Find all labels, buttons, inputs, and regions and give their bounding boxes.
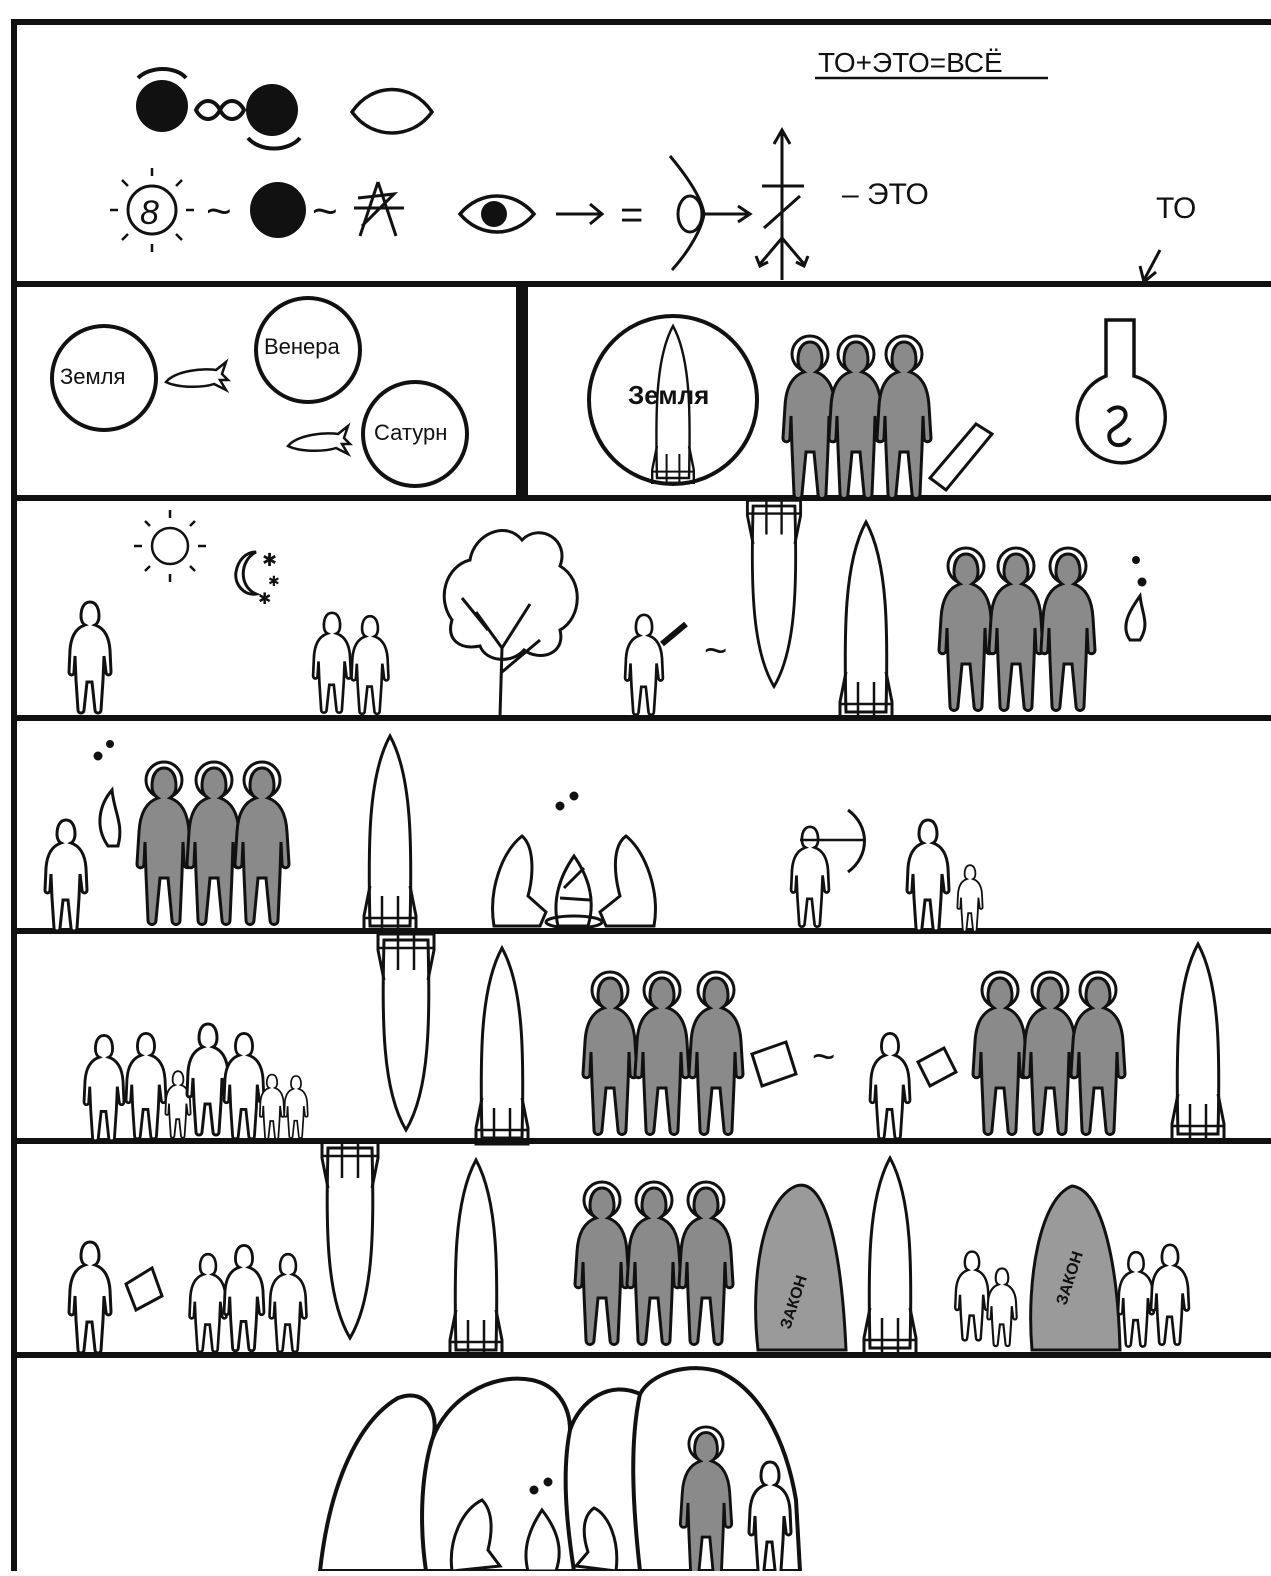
halo-figure-icon xyxy=(185,760,243,926)
lens-icon xyxy=(349,87,435,135)
panel-arrival: ✱ ✱ ✱ ~ xyxy=(67,498,1147,720)
rocket-icon xyxy=(320,1140,380,1340)
panel-cave xyxy=(317,1366,803,1576)
panel-gift-of-fire xyxy=(43,734,984,934)
halo-figure-icon xyxy=(687,970,745,1136)
halo-figure-icon xyxy=(987,546,1045,712)
halo-figure-icon xyxy=(573,1180,631,1346)
halo-figure-icon xyxy=(971,970,1029,1136)
moon-stars-icon: ✱ ✱ ✱ xyxy=(234,550,280,608)
campfire-scene-icon xyxy=(491,791,657,930)
halo-figure-icon xyxy=(625,1180,683,1346)
svg-text:~: ~ xyxy=(312,187,338,236)
halo-figure-icon xyxy=(581,970,639,1136)
to-label: ТО xyxy=(1156,192,1196,225)
planet-label-venus: Венера xyxy=(264,334,341,359)
human-figure-icon xyxy=(311,611,353,715)
halo-figure-icon xyxy=(875,334,933,500)
rocket-icon xyxy=(448,1158,504,1358)
human-figure-icon xyxy=(868,1031,912,1141)
svg-text:8: 8 xyxy=(140,194,159,232)
rocket-icon xyxy=(474,946,530,1146)
svg-text:~: ~ xyxy=(206,187,232,236)
eye-icon xyxy=(457,194,537,234)
eclipse-icon xyxy=(246,84,302,151)
crowd-icon xyxy=(1116,1243,1191,1348)
panel-symbols: ТО+ЭТО=ВСЁ 8 ~ ~ xyxy=(110,47,1196,285)
fire-icon xyxy=(1124,556,1147,642)
arrow-right-icon xyxy=(556,202,605,226)
halo-figure-icon xyxy=(1069,970,1127,1136)
halo-figure-icon xyxy=(633,970,691,1136)
human-figure-icon xyxy=(905,818,951,933)
panel-scroll-exchange: ~ xyxy=(82,932,1226,1146)
planet-label-earth-right: Земля xyxy=(628,380,709,410)
ship-icon xyxy=(164,360,230,392)
scroll-icon xyxy=(927,422,995,493)
rocket-icon xyxy=(376,932,436,1132)
human-figure-icon xyxy=(67,1240,113,1355)
eclipse-icon xyxy=(136,67,188,132)
archer-icon xyxy=(789,808,866,929)
sun-icon: 8 xyxy=(110,168,194,252)
svg-text:=: = xyxy=(620,193,643,237)
black-sphere-icon xyxy=(250,182,306,238)
human-figure-icon xyxy=(956,864,984,933)
human-figure-icon xyxy=(350,614,390,716)
campfire-scene-icon xyxy=(449,1477,619,1573)
svg-text:✱: ✱ xyxy=(262,550,277,570)
formula-text: ТО+ЭТО=ВСЁ xyxy=(818,47,1003,78)
eto-label: – ЭТО xyxy=(842,178,929,211)
halo-figure-icon xyxy=(827,334,885,500)
ship-icon xyxy=(286,424,352,456)
law-stone-icon: ЗАКОН xyxy=(1029,1184,1122,1352)
svg-text:~: ~ xyxy=(812,1035,835,1079)
human-figure-icon xyxy=(67,600,113,715)
svg-text:✱: ✱ xyxy=(258,591,271,608)
planet-label-earth: Земля xyxy=(60,364,125,389)
fire-icon xyxy=(93,740,122,848)
rocket-icon xyxy=(1170,942,1226,1142)
halo-figure-icon xyxy=(135,760,193,926)
rocket-icon xyxy=(745,498,803,688)
planet-label-saturn: Сатурн xyxy=(374,420,447,445)
crowd-icon xyxy=(954,1250,1018,1348)
human-figure-icon xyxy=(623,613,665,717)
flask-embryo-icon xyxy=(1075,318,1167,465)
svg-text:✱: ✱ xyxy=(268,573,280,589)
scroll-icon xyxy=(916,1045,958,1089)
halo-figure-icon xyxy=(1039,546,1097,712)
halo-figure-icon xyxy=(1021,970,1079,1136)
tree-icon xyxy=(442,529,579,717)
crowd-icon xyxy=(188,1243,308,1354)
crowd-icon xyxy=(82,1022,309,1143)
sun-icon xyxy=(134,510,206,582)
svg-text:~: ~ xyxy=(704,629,727,673)
pentacle-icon xyxy=(354,181,404,237)
human-figure-icon xyxy=(43,818,89,933)
halo-figure-icon xyxy=(937,546,995,712)
halo-figure-icon xyxy=(677,1180,735,1346)
pointer-arrow-icon xyxy=(1138,249,1162,285)
panel-law-stones: ЗАКОН ЗАКОН xyxy=(67,1140,1191,1358)
rocket-icon xyxy=(838,520,894,720)
infinity-icon xyxy=(193,99,247,121)
branching-cross-icon xyxy=(754,126,810,280)
law-stone-icon: ЗАКОН xyxy=(754,1183,848,1352)
scroll-icon xyxy=(124,1265,164,1313)
rocket-icon xyxy=(862,1156,918,1356)
eye-arrow-sign-icon xyxy=(668,155,753,272)
panel-borders xyxy=(11,19,1271,1576)
scroll-icon xyxy=(750,1040,798,1088)
cave-icon xyxy=(317,1366,803,1573)
panel-planets: Земля Венера Сатурн Земля xyxy=(50,296,1167,500)
halo-figure-icon xyxy=(233,760,291,926)
rocket-icon xyxy=(362,734,418,934)
